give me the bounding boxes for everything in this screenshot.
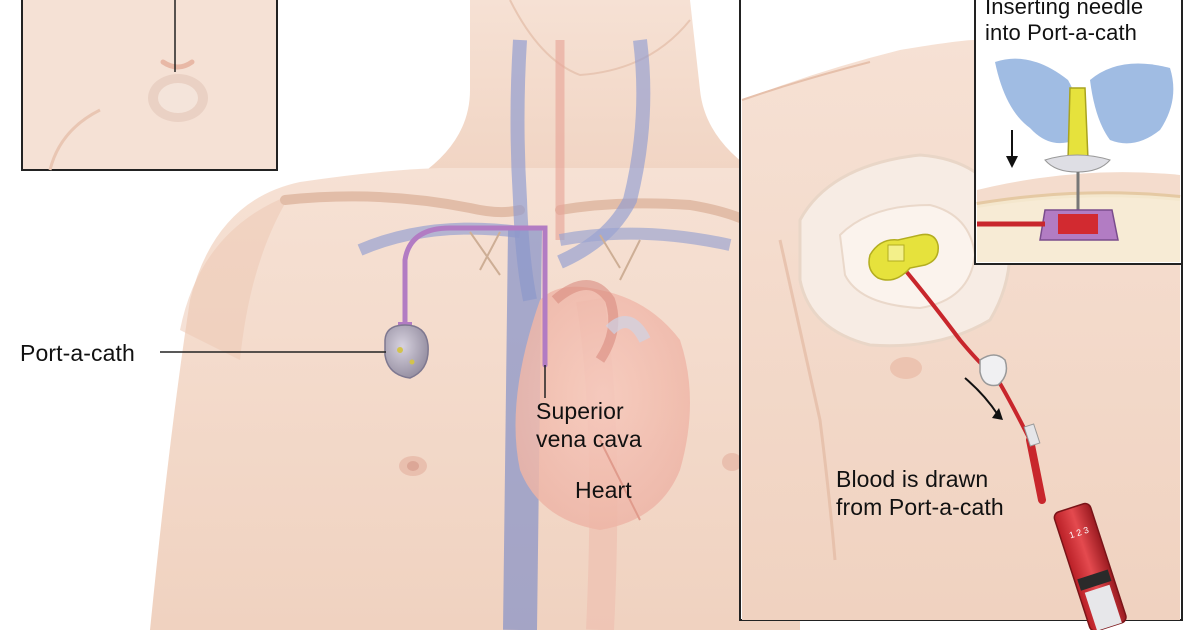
label-blood-drawn-line2: from Port-a-cath — [836, 494, 1004, 520]
label-inserting-needle-line1: Inserting needle — [985, 0, 1144, 19]
catheter-line — [402, 225, 548, 368]
label-inserting-needle: Inserting needle into Port-a-cath — [985, 0, 1143, 46]
extension-tubing — [903, 268, 1032, 441]
neck — [420, 0, 760, 210]
nipple-right — [722, 453, 742, 471]
flow-arrow — [964, 377, 999, 416]
label-port-a-cath: Port-a-cath — [20, 340, 135, 366]
glove-right — [1090, 63, 1174, 144]
label-superior-vena-cava-line1: Superior — [536, 398, 624, 424]
huber-needle-hub — [868, 233, 939, 281]
label-blood-drawn: Blood is drawn from Port-a-cath — [836, 465, 1004, 521]
label-superior-vena-cava-line2: vena cava — [536, 426, 642, 452]
syringe: 1 2 3 — [1023, 423, 1127, 630]
collarbone-left — [280, 191, 525, 218]
collarbone-right — [555, 198, 745, 223]
label-heart: Heart — [575, 477, 632, 503]
label-blood-drawn-line1: Blood is drawn — [836, 466, 989, 492]
glove-left — [995, 58, 1079, 144]
port-a-cath-device — [384, 225, 548, 379]
port-body — [384, 324, 429, 379]
label-inserting-needle-line2: into Port-a-cath — [985, 20, 1138, 45]
inset-top-left — [21, 0, 278, 171]
heart — [515, 280, 690, 530]
tube-clamp — [979, 354, 1008, 387]
label-superior-vena-cava: Superior vena cava — [536, 397, 642, 453]
inset-needle-insertion — [974, 0, 1183, 265]
